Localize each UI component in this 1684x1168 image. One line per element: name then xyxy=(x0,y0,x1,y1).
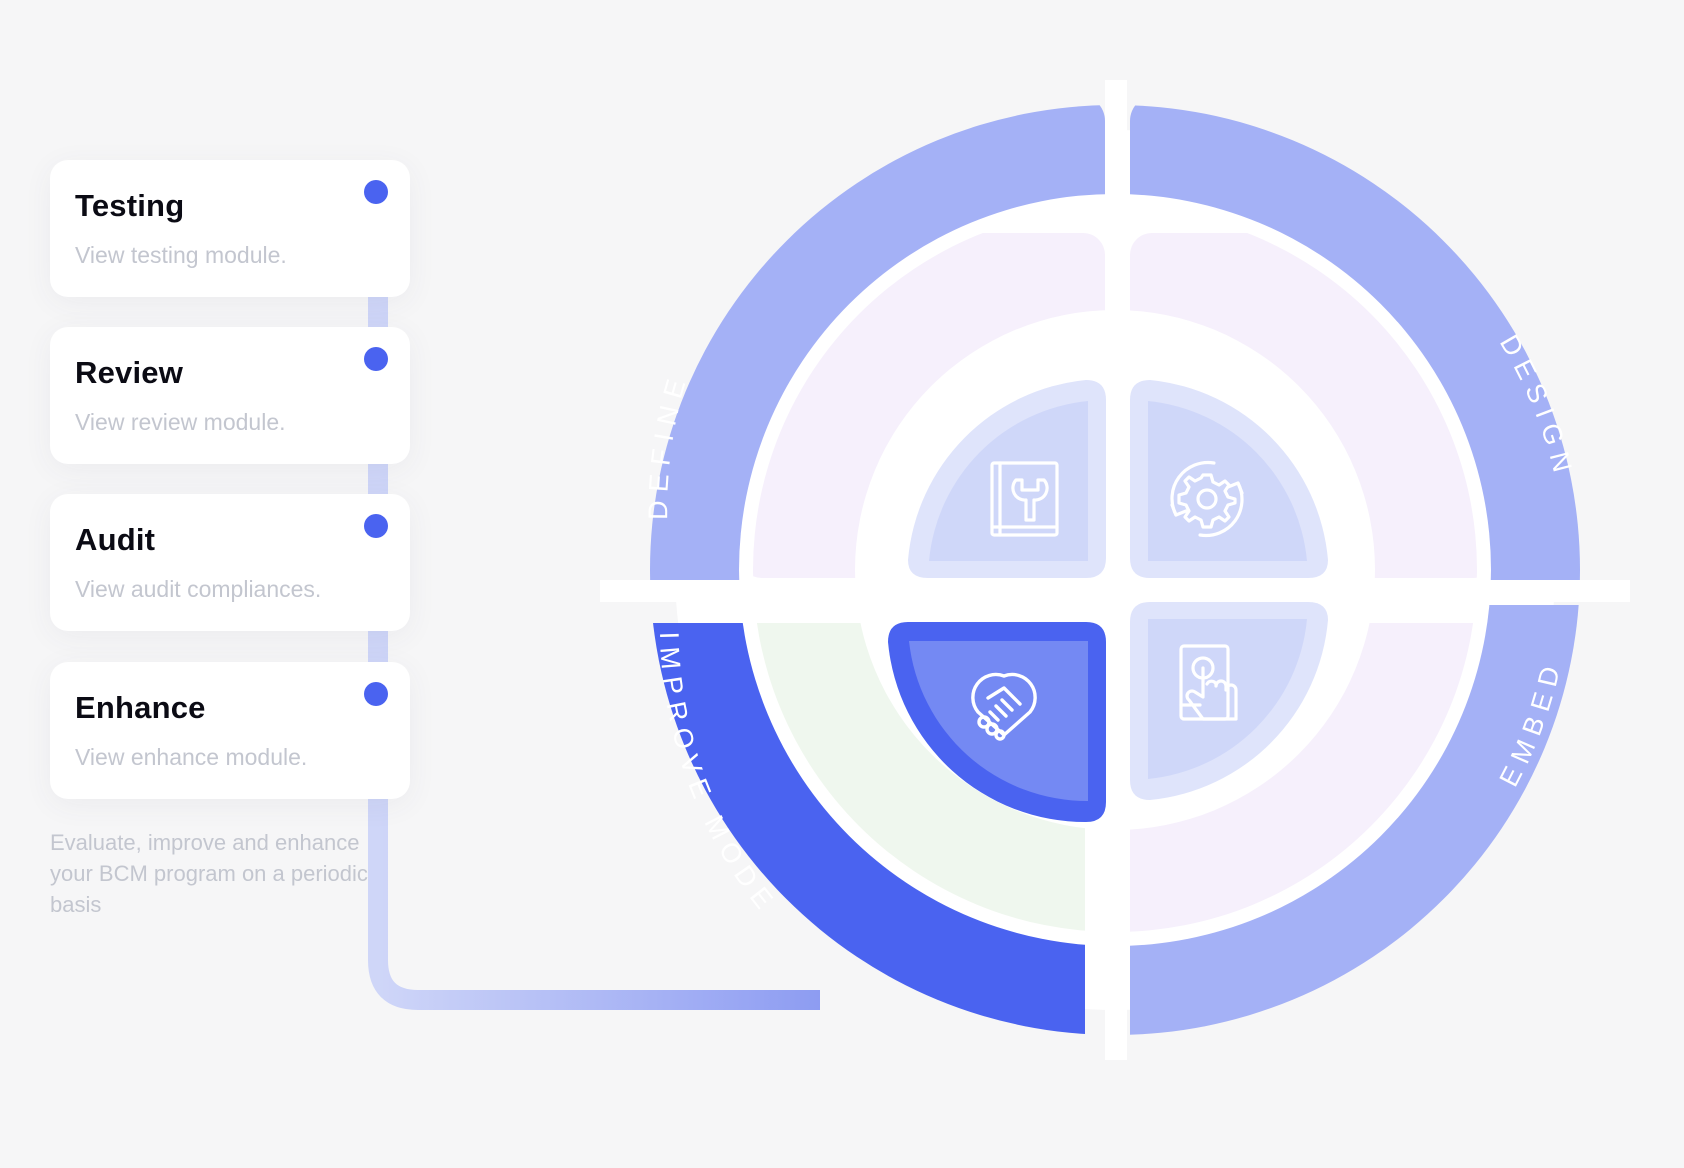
manual-wrench-icon xyxy=(990,461,1059,537)
module-card-audit[interactable]: Audit View audit compliances. xyxy=(50,494,410,631)
card-title: Testing xyxy=(75,188,185,223)
card-description: View audit compliances. xyxy=(75,576,322,602)
status-dot xyxy=(364,682,388,706)
status-dot xyxy=(364,514,388,538)
module-card-enhance[interactable]: Enhance View enhance module. xyxy=(50,662,410,799)
card-description: View review module. xyxy=(75,409,286,435)
module-card-testing[interactable]: Testing View testing module. xyxy=(50,160,410,297)
module-card-review[interactable]: Review View review module. xyxy=(50,327,410,464)
status-dot xyxy=(364,180,388,204)
status-dot xyxy=(364,347,388,371)
gear-refresh-icon xyxy=(1170,460,1244,538)
card-title: Enhance xyxy=(75,690,206,725)
card-title: Review xyxy=(75,355,184,390)
caption-text: Evaluate, improve and enhance your BCM p… xyxy=(50,830,368,917)
card-title: Audit xyxy=(75,522,156,557)
connector-line xyxy=(368,296,820,1010)
heart-handshake-icon xyxy=(971,672,1037,741)
card-description: View testing module. xyxy=(75,242,287,268)
card-description: View enhance module. xyxy=(75,744,308,770)
touch-tablet-icon xyxy=(1179,644,1238,721)
